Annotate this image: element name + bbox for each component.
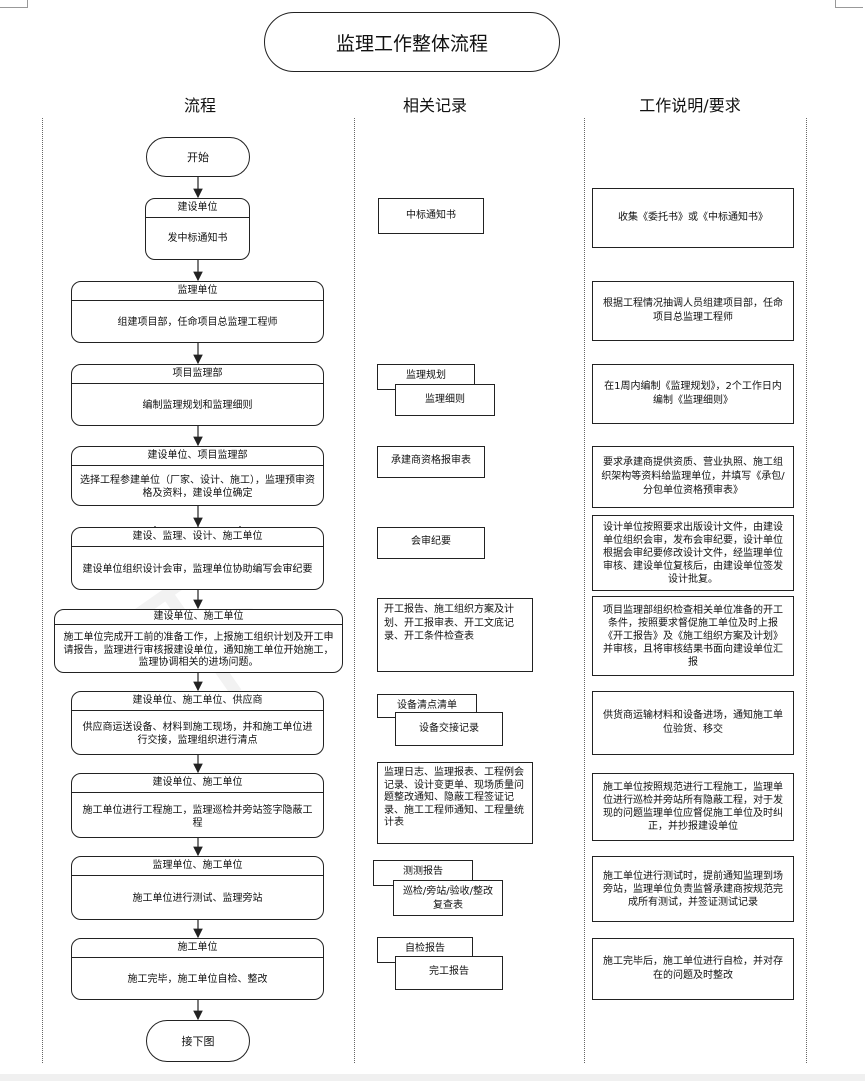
status-strip: [0, 1074, 865, 1081]
page-title: 监理工作整体流程: [264, 12, 560, 72]
note-box: 根据工程情况抽调人员组建项目部，任命项目总监理工程师: [592, 281, 794, 341]
step-header: 施工单位: [72, 939, 323, 958]
step-10: 施工单位 施工完毕，施工单位自检、整改: [71, 938, 324, 1000]
record-document: 会审纪要: [377, 527, 485, 559]
column-header-records: 相关记录: [402, 96, 467, 115]
step-4: 建设单位、项目监理部 选择工程参建单位（厂家、设计、施工），监理预审资格及资料，…: [71, 446, 324, 506]
column-divider: [354, 118, 355, 1063]
record-document: 开工报告、施工组织方案及计划、开工报审表、开工文底记录、开工条件检查表: [377, 598, 533, 672]
note-box: 设计单位按照要求出版设计文件，由建设单位组织会审，发布会审纪要，设计单位根据会审…: [592, 515, 794, 591]
end-terminal: 接下图: [146, 1020, 250, 1062]
step-body: 组建项目部，任命项目总监理工程师: [117, 317, 278, 329]
step-5: 建设、监理、设计、施工单位 建设单位组织设计会审，监理单位协助编写会审纪要: [71, 527, 324, 590]
step-body: 建设单位组织设计会审，监理单位协助编写会审纪要: [82, 564, 313, 576]
step-1: 建设单位 发中标通知书: [145, 198, 250, 260]
column-divider: [806, 118, 807, 1063]
step-header: 建设单位: [146, 199, 249, 218]
note-box: 施工单位进行测试时，提前通知监理到场旁站，监理单位负责监督承建商按规范完成所有测…: [592, 856, 794, 922]
record-document: 承建商资格报审表: [377, 446, 485, 478]
step-header: 监理单位: [72, 282, 323, 301]
column-header-flow: 流程: [183, 96, 216, 115]
step-body: 供应商运送设备、材料到施工现场，并和施工单位进行交接，监理组织进行清点: [82, 721, 313, 747]
note-box: 项目监理部组织检查相关单位准备的开工条件，按照要求督促施工单位及时上报《开工报告…: [592, 596, 794, 676]
corner-mark-right: [835, 0, 863, 8]
note-box: 要求承建商提供资质、营业执照、施工组织架构等资料给监理单位，并填写《承包/分包单…: [592, 446, 794, 508]
column-divider: [584, 118, 585, 1063]
corner-mark-left: [0, 0, 28, 8]
record-document: 完工报告: [395, 956, 503, 990]
column-divider: [42, 118, 43, 1063]
step-8: 建设单位、施工单位 施工单位进行工程施工，监理巡检并旁站签字隐蔽工程: [71, 773, 324, 838]
step-body: 编制监理规划和监理细则: [142, 400, 253, 412]
note-box: 施工单位按照规范进行工程施工，监理单位进行巡检并旁站所有隐蔽工程，对于发现的问题…: [592, 773, 794, 841]
step-6: 建设单位、施工单位 施工单位完成开工前的准备工作，上报施工组织计划及开工申请报告…: [54, 609, 343, 673]
step-9: 监理单位、施工单位 施工单位进行测试、监理旁站: [71, 856, 324, 920]
step-body: 施工单位进行测试、监理旁站: [132, 893, 263, 905]
record-document: 中标通知书: [378, 198, 484, 234]
step-body: 施工单位进行工程施工，监理巡检并旁站签字隐蔽工程: [82, 804, 313, 830]
step-7: 建设单位、施工单位、供应商 供应商运送设备、材料到施工现场，并和施工单位进行交接…: [71, 691, 324, 755]
start-terminal: 开始: [146, 137, 250, 177]
step-header: 监理单位、施工单位: [72, 857, 323, 876]
step-header: 项目监理部: [72, 365, 323, 384]
record-document: 监理日志、监理报表、工程例会记录、设计变更单、现场质量问题整改通知、隐蔽工程签证…: [377, 762, 533, 844]
note-box: 在1周内编制《监理规划》，2个工作日内编制《监理细则》: [592, 364, 794, 424]
step-body: 施工单位完成开工前的准备工作，上报施工组织计划及开工申请报告，监理进行审核报建设…: [63, 632, 334, 669]
record-document: 巡检/旁站/验收/整改复查表: [393, 880, 503, 916]
step-body: 施工完毕，施工单位自检、整改: [127, 974, 268, 986]
note-box: 收集《委托书》或《中标通知书》: [592, 188, 794, 248]
step-header: 建设单位、施工单位: [55, 610, 342, 625]
step-header: 建设单位、项目监理部: [72, 447, 323, 466]
step-body: 选择工程参建单位（厂家、设计、施工），监理预审资格及资料，建设单位确定: [80, 474, 315, 500]
step-body: 发中标通知书: [167, 233, 228, 245]
step-2: 监理单位 组建项目部，任命项目总监理工程师: [71, 281, 324, 343]
record-document: 设备交接记录: [395, 712, 503, 746]
step-3: 项目监理部 编制监理规划和监理细则: [71, 364, 324, 426]
note-box: 施工完毕后，施工单位进行自检，并对存在的问题及时整改: [592, 938, 794, 1000]
step-header: 建设、监理、设计、施工单位: [72, 528, 323, 547]
step-header: 建设单位、施工单位: [72, 774, 323, 793]
note-box: 供货商运输材料和设备进场，通知施工单位验货、移交: [592, 691, 794, 755]
record-document: 监理细则: [395, 384, 495, 416]
column-header-notes: 工作说明/要求: [639, 96, 741, 115]
step-header: 建设单位、施工单位、供应商: [72, 692, 323, 711]
